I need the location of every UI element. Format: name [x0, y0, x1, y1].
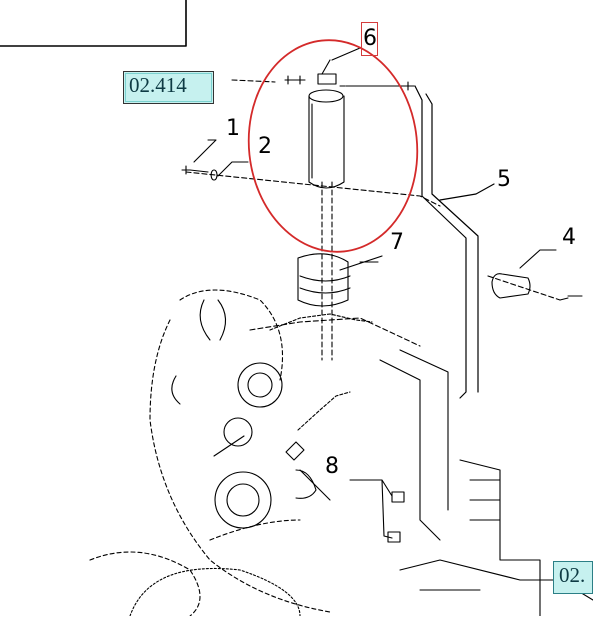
engine-pulleys — [171, 299, 283, 529]
callout-2: 2 — [258, 134, 272, 159]
highlight-ellipse — [247, 39, 419, 253]
callout-6-highlight-box — [361, 22, 378, 56]
hose-5 — [414, 85, 495, 399]
callout-6: 6 — [363, 26, 377, 51]
leader-8 — [349, 479, 393, 539]
leader-4 — [487, 275, 561, 301]
harness — [269, 313, 373, 431]
ref-tag-top[interactable]: 02.414 — [123, 71, 214, 104]
receiver-dryer — [284, 47, 415, 361]
callout-4: 4 — [562, 225, 576, 250]
leader-1-2 — [185, 171, 441, 207]
frame-corner — [0, 0, 187, 47]
callout-8: 8 — [325, 454, 339, 479]
ref-tag-bottom-right[interactable]: 02. — [553, 561, 593, 594]
callout-7: 7 — [390, 230, 404, 255]
belt — [129, 567, 301, 617]
engine-outline — [89, 289, 331, 617]
leader-mid — [249, 317, 421, 347]
washer-2 — [210, 169, 218, 181]
frame-rails — [299, 349, 593, 617]
bolt-1 — [181, 165, 209, 175]
callout-1: 1 — [226, 116, 240, 141]
clip-4 — [491, 249, 583, 301]
bracket-7 — [297, 253, 383, 307]
callout-5: 5 — [497, 167, 511, 192]
